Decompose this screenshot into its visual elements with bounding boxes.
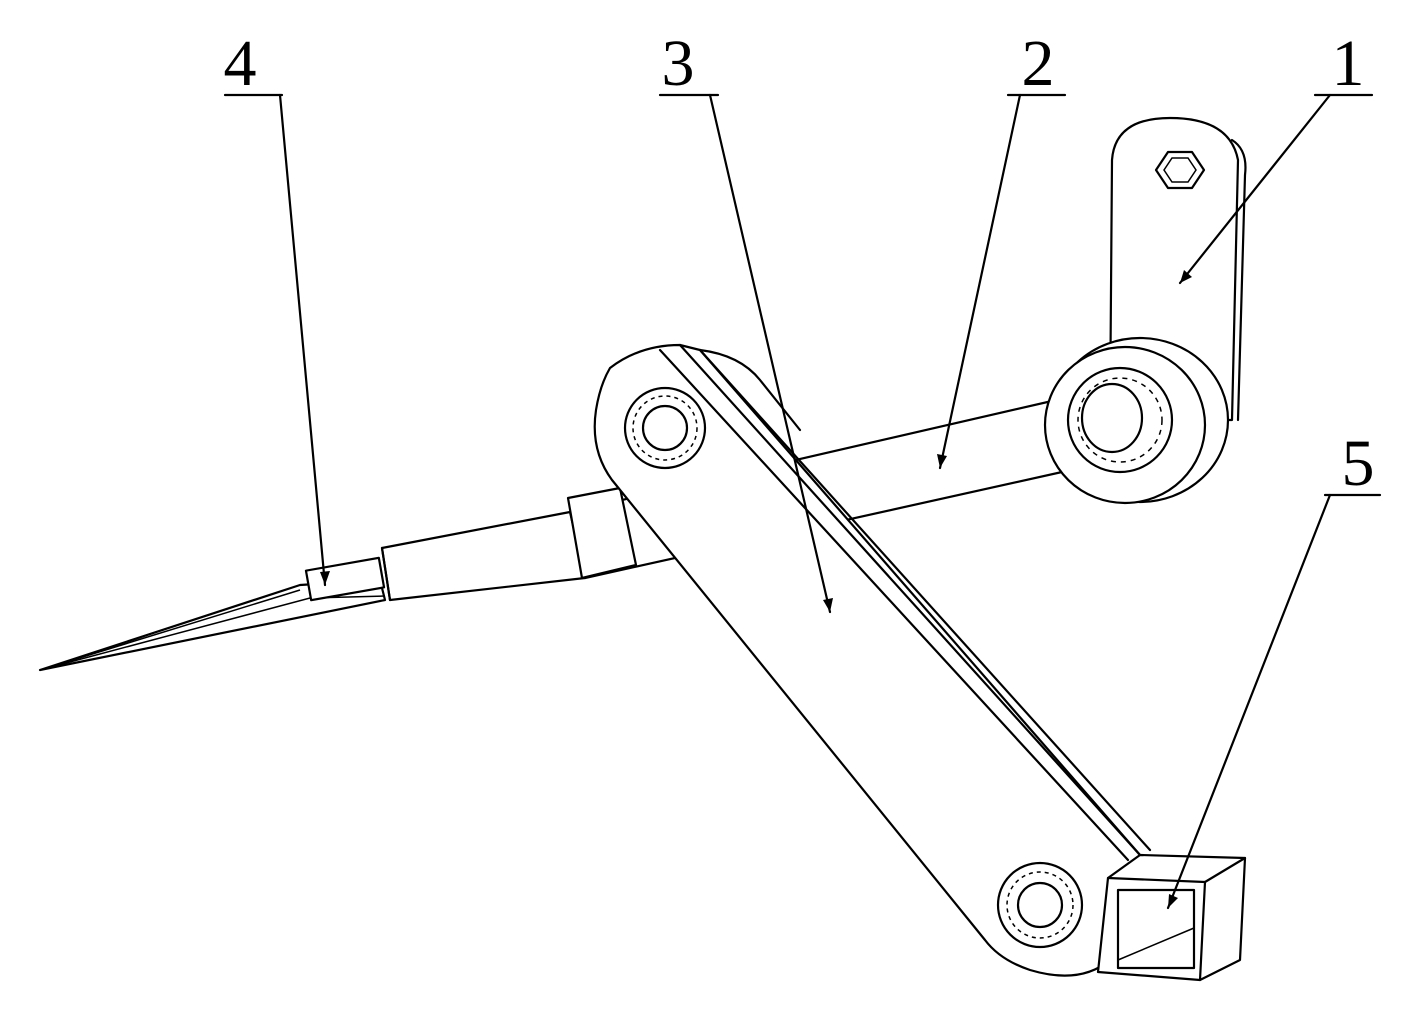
swing-link [593, 343, 1152, 977]
square-block [1096, 853, 1247, 982]
callout-1: 1 [1178, 27, 1374, 285]
callout-4: 4 [224, 27, 330, 587]
right-bearing [1043, 336, 1230, 505]
callout-5: 5 [1166, 427, 1382, 910]
callout-3: 3 [658, 27, 833, 614]
needle-tip [38, 556, 387, 672]
callout-label-5: 5 [1342, 427, 1375, 500]
callout-label-4: 4 [224, 27, 257, 100]
callout-2: 2 [937, 27, 1067, 470]
callout-label-1: 1 [1332, 27, 1365, 100]
callout-label-2: 2 [1022, 27, 1055, 100]
callout-label-3: 3 [662, 27, 695, 100]
hex-bolt-icon [1154, 150, 1206, 190]
